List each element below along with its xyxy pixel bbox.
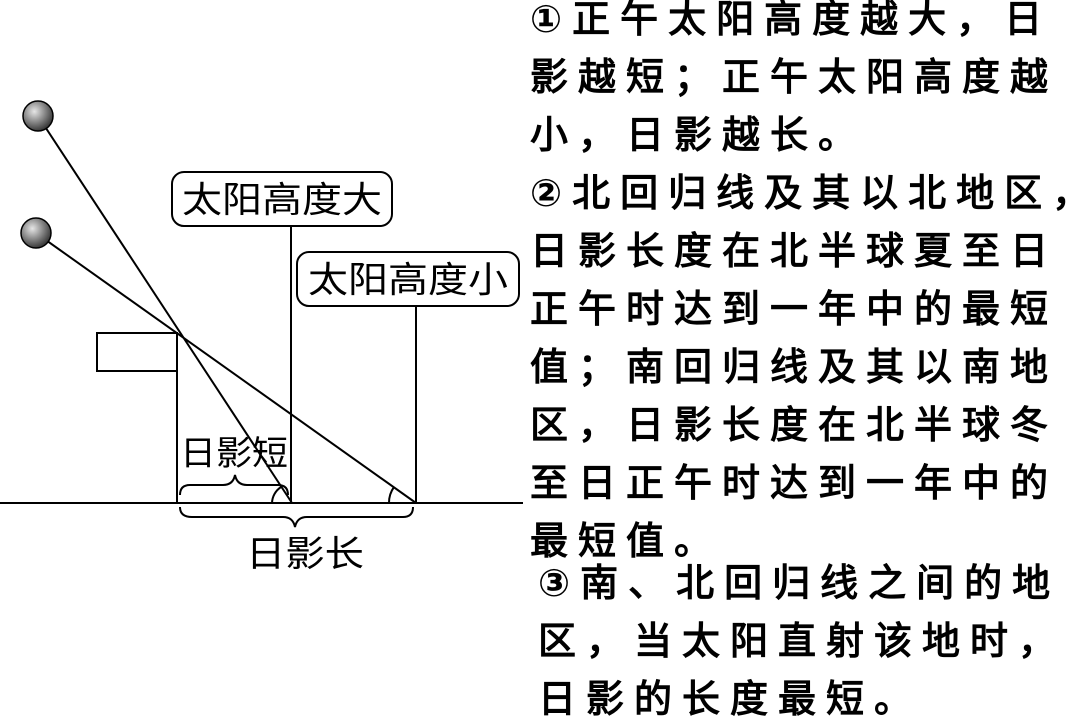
short-shadow-brace <box>179 474 289 496</box>
explanation-line: 区，日影长度在北半球冬 <box>530 403 1059 447</box>
angle-arc-high <box>271 486 282 504</box>
explanation-line: ②北回归线及其以北地区， <box>530 171 1080 215</box>
building-block <box>96 332 178 372</box>
callout-low-box <box>296 251 520 307</box>
long-shadow-brace <box>179 506 414 528</box>
sun-ray-low <box>35 232 417 504</box>
short-shadow-label: 日影短 <box>180 434 288 474</box>
long-shadow-label: 日影长 <box>246 534 364 575</box>
explanation-line: 至日正午时达到一年中的 <box>530 461 1059 505</box>
explanation-line: 日影的长度最短。 <box>538 677 923 721</box>
angle-arc-low <box>387 486 395 504</box>
explanation-line: 区，当太阳直射该地时， <box>538 619 1067 663</box>
explanation-line: 影越短；正午太阳高度越 <box>530 55 1059 99</box>
callout-high-label: 太阳高度大 <box>182 180 382 221</box>
explanation-point-2: ②北回归线及其以北地区， 日影长度在北半球夏至日 正午时达到一年中的最短 值；南… <box>530 164 1080 570</box>
explanation-line: 值；南回归线及其以南地 <box>530 345 1059 389</box>
explanation-line: 日影长度在北半球夏至日 <box>530 229 1059 273</box>
callout-high-box <box>171 171 393 227</box>
explanation-line: ①正午太阳高度越大，日 <box>530 0 1053 41</box>
explanation-line: 最短值。 <box>530 519 723 563</box>
explanation-line: 小，日影越长。 <box>530 113 867 157</box>
explanation-point-3: ③南、北回归线之间的地 区，当太阳直射该地时， 日影的长度最短。 <box>538 554 1066 728</box>
callout-low-label: 太阳高度小 <box>308 260 508 301</box>
sun-ray-high <box>37 115 293 504</box>
explanation-point-1: ①正午太阳高度越大，日 影越短；正午太阳高度越 小，日影越长。 <box>530 0 1058 164</box>
explanation-line: ③南、北回归线之间的地 <box>538 561 1061 605</box>
shadow-diagram: 太阳高度大 太阳高度小 日影短 日影长 <box>0 100 523 575</box>
sun-low <box>20 217 52 249</box>
sun-high <box>22 100 54 132</box>
explanation-line: 正午时达到一年中的最短 <box>530 287 1059 331</box>
